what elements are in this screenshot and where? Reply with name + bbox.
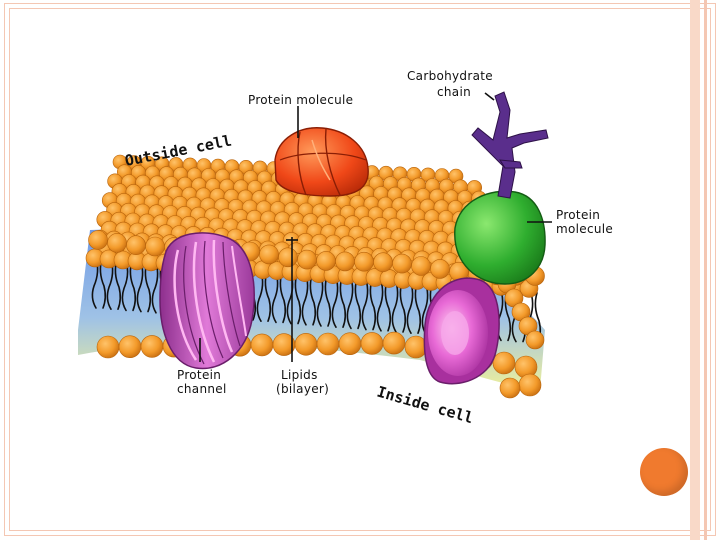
lipid-head (107, 233, 127, 253)
lipid-head (316, 251, 336, 271)
lipid-tail (279, 271, 287, 324)
lipid-tail (339, 276, 347, 328)
lipid-head (316, 332, 340, 356)
lipid-tail (331, 276, 339, 328)
lipid-tail (136, 260, 144, 313)
lipid-tail (309, 274, 317, 326)
lipid-head (518, 373, 542, 397)
lipid-head (373, 252, 393, 273)
lipid-head (126, 235, 146, 255)
lipid-tail (384, 280, 392, 332)
accent-circle (640, 448, 688, 496)
lipid-head (335, 251, 355, 272)
protein-channel (159, 232, 255, 370)
lipid-head (430, 259, 450, 279)
lipid-head (250, 333, 274, 357)
protein-inner (423, 277, 500, 385)
label-carbohydrate-line1: Carbohydrate (407, 69, 493, 83)
lipid-tail (414, 282, 422, 334)
lipid-head (360, 332, 384, 355)
lipid-tail (421, 283, 429, 336)
lipid-tail (316, 275, 324, 327)
lipid-head (492, 351, 516, 375)
lipid-tail (301, 274, 309, 326)
lipid-tail (99, 257, 107, 309)
lipid-tail (121, 259, 129, 312)
lipid-tail (144, 260, 152, 313)
lipid-head (392, 253, 412, 274)
protein-molecule-right (454, 190, 546, 285)
lipid-tail (151, 262, 159, 314)
slide-side-band-thin (704, 0, 707, 540)
lipid-head (118, 335, 142, 359)
lipid-tail (256, 270, 264, 322)
label-inside-cell: Inside cell (375, 383, 475, 428)
lipid-tail (324, 275, 332, 327)
lipid-head (338, 332, 362, 356)
carbohydrate-chain (471, 91, 549, 199)
lipid-tail (129, 259, 137, 312)
lipid-tail (369, 278, 377, 331)
lipid-tail (361, 278, 369, 331)
lipid-tail (294, 272, 302, 325)
label-protein-channel-line1: Protein (177, 368, 221, 382)
lipid-head (354, 251, 374, 272)
label-lipids-line2: (bilayer) (276, 382, 329, 396)
lipid-tail (271, 271, 279, 324)
label-carbohydrate-line2: chain (437, 85, 471, 99)
lipid-tail (354, 277, 362, 330)
slide-frame-inner (9, 8, 711, 531)
lipid-head (278, 247, 298, 268)
lipid-tail (406, 282, 414, 334)
slide-frame-outer (4, 3, 716, 536)
lipid-head (525, 330, 545, 350)
slide-side-band (690, 0, 700, 540)
lipid-head (96, 335, 120, 359)
lipid-head (382, 331, 406, 355)
lipid-head (140, 335, 164, 358)
lipid-tail (114, 258, 122, 310)
lipid-tail (391, 281, 399, 333)
label-protein-molecule-top: Protein molecule (248, 93, 353, 107)
label-protein-channel-line2: channel (177, 382, 227, 396)
lipid-tail (376, 280, 384, 332)
lipid-tail (399, 281, 407, 333)
label-protein-molecule-right-line2: molecule (556, 222, 613, 236)
lipid-head (294, 332, 318, 356)
lipid-head (499, 377, 521, 399)
protein-molecule-top (274, 127, 369, 197)
label-protein-molecule-right-line1: Protein (556, 208, 600, 222)
lipid-head (88, 230, 108, 250)
lipid-head (297, 249, 317, 270)
lipid-tail (346, 277, 354, 330)
lipid-head (145, 236, 165, 257)
leader-lines (199, 92, 552, 362)
lipid-head (411, 256, 431, 276)
lipid-tail (264, 270, 272, 322)
lipid-head (259, 244, 279, 265)
label-lipids-line1: Lipids (281, 368, 318, 382)
